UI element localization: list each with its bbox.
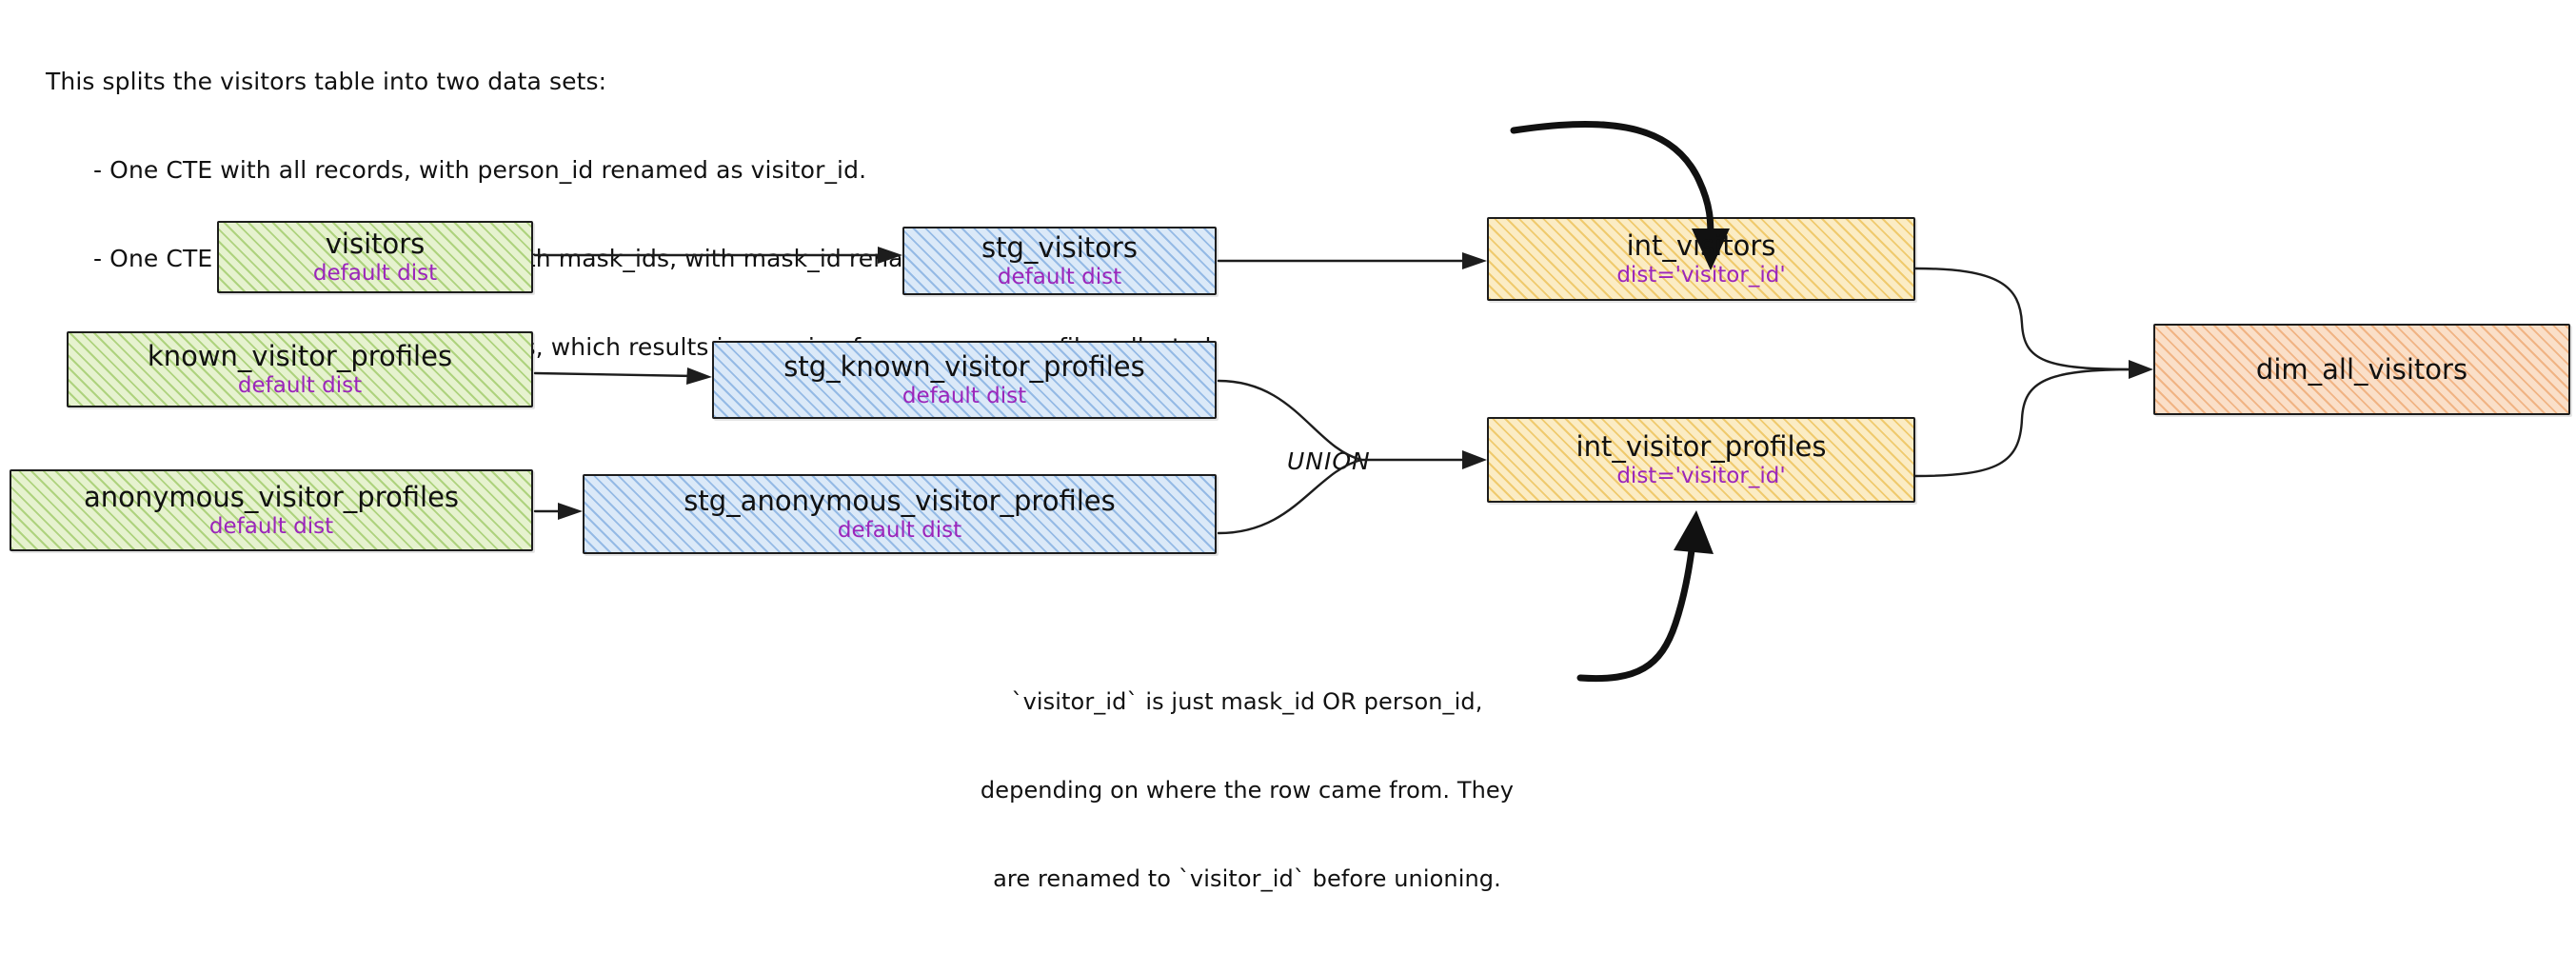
node-title: anonymous_visitor_profiles [83, 481, 460, 513]
node-stg-visitors[interactable]: stg_visitors default dist [902, 227, 1217, 295]
node-stg-anonymous-visitor-profiles[interactable]: stg_anonymous_visitor_profiles default d… [583, 474, 1217, 554]
edge-int-visitor-profiles-to-dim [1913, 360, 2153, 478]
note-line: - One CTE with all records, with person_… [93, 156, 867, 184]
node-title: stg_known_visitor_profiles [783, 350, 1145, 383]
edge-int-visitors-to-dim [1913, 267, 2138, 371]
node-dim-all-visitors[interactable]: dim_all_visitors [2153, 324, 2570, 415]
node-int-visitor-profiles[interactable]: int_visitor_profiles dist='visitor_id' [1487, 417, 1915, 503]
node-int-visitors[interactable]: int_visitors dist='visitor_id' [1487, 217, 1915, 301]
node-stg-known-visitor-profiles[interactable]: stg_known_visitor_profiles default dist [712, 341, 1217, 419]
union-label: UNION [1287, 447, 1371, 475]
node-title: stg_visitors [981, 231, 1138, 264]
visitor-id-note: `visitor_id` is just mask_id OR person_i… [923, 628, 1571, 953]
node-known-visitor-profiles[interactable]: known_visitor_profiles default dist [67, 331, 533, 407]
callout-arrow-bottom [1576, 510, 1714, 683]
node-anonymous-visitor-profiles[interactable]: anonymous_visitor_profiles default dist [10, 469, 533, 551]
node-subtitle: default dist [312, 261, 438, 286]
node-subtitle: default dist [208, 514, 334, 539]
node-title: stg_anonymous_visitor_profiles [684, 485, 1116, 517]
node-subtitle: default dist [837, 518, 962, 543]
node-title: known_visitor_profiles [147, 340, 453, 372]
note-line: This splits the visitors table into two … [46, 68, 607, 95]
node-visitors[interactable]: visitors default dist [217, 221, 533, 293]
node-subtitle: default dist [902, 384, 1027, 408]
node-title: visitors [325, 228, 426, 260]
edge-anonymous-to-stg-anonymous [533, 503, 583, 520]
node-subtitle: default dist [997, 265, 1122, 289]
note-line: are renamed to `visitor_id` before union… [993, 865, 1501, 892]
note-line: depending on where the row came from. Th… [980, 777, 1515, 804]
edge-union-to-int-visitor-profiles [1359, 450, 1487, 469]
node-title: int_visitor_profiles [1575, 430, 1827, 463]
node-subtitle: dist='visitor_id' [1616, 263, 1786, 288]
node-title: dim_all_visitors [2255, 353, 2468, 386]
node-title: int_visitors [1626, 229, 1776, 262]
edge-stg-visitors-to-int-visitors [1217, 252, 1487, 269]
dbt-lineage-diagram: This splits the visitors table into two … [10, 68, 2570, 892]
node-subtitle: default dist [237, 373, 363, 398]
node-subtitle: dist='visitor_id' [1616, 464, 1786, 488]
note-line: `visitor_id` is just mask_id OR person_i… [1011, 688, 1483, 715]
